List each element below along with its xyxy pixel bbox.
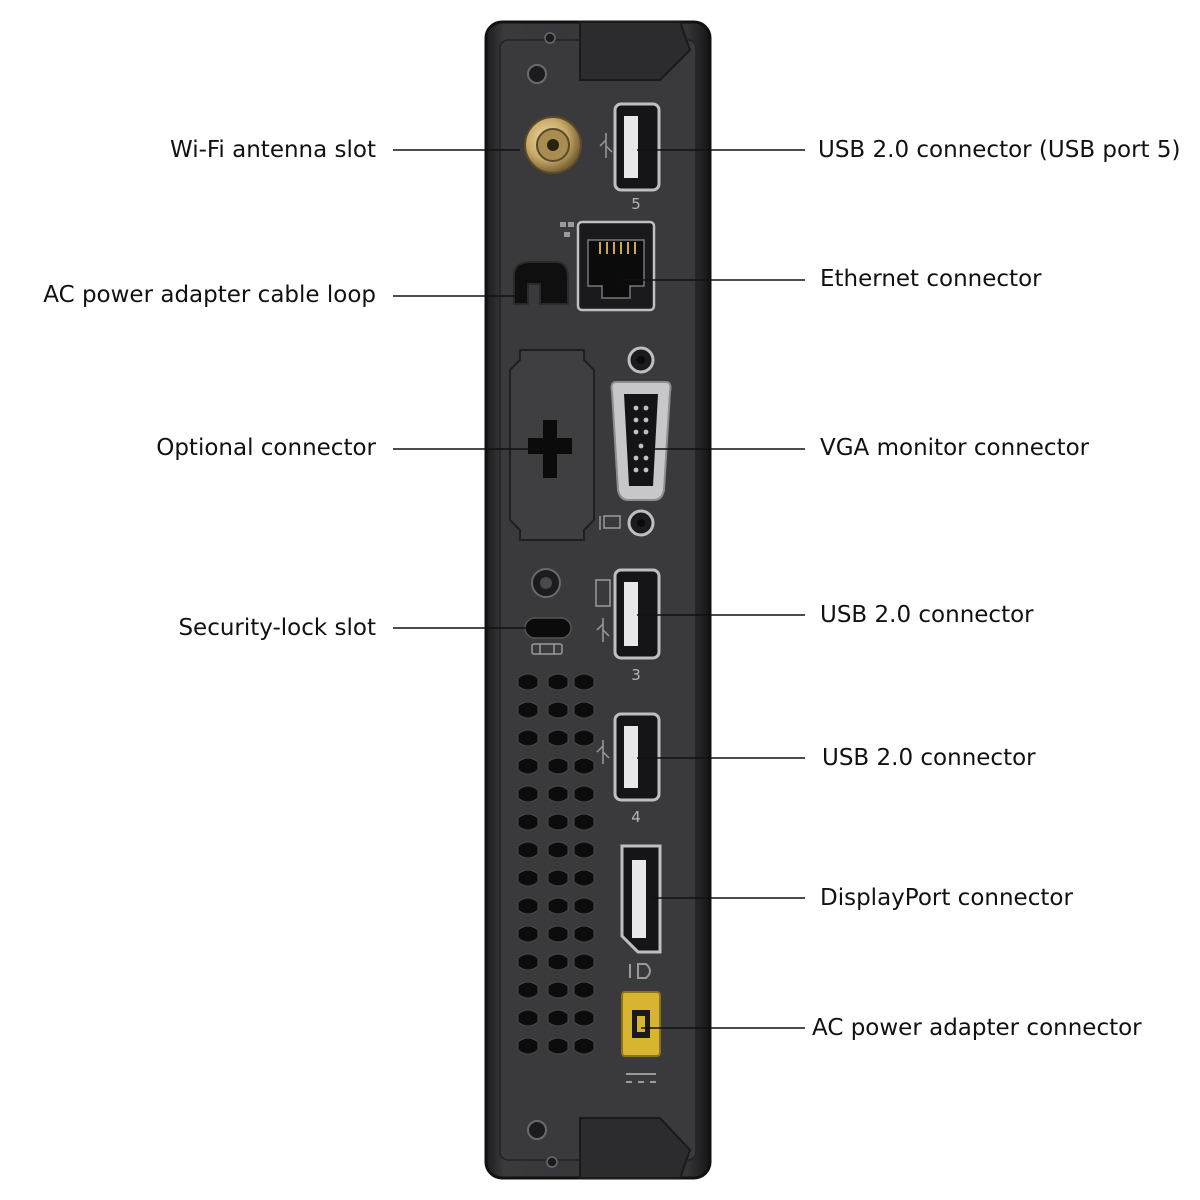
vent-slot [518,1010,538,1026]
label-displayport-connector: DisplayPort connector [820,887,1073,910]
screw-bottom-left [528,1121,546,1139]
vent-slot [574,758,594,774]
vent-slot [574,814,594,830]
vent-slot [518,954,538,970]
label-usb-connector-low: USB 2.0 connector [822,747,1036,770]
vent-slot [548,730,568,746]
vent-slot [574,982,594,998]
vent-slot [548,898,568,914]
ac-power-adapter-cable-loop [514,262,568,304]
vent-slot [548,814,568,830]
vent-slot [518,814,538,830]
usb-port-3 [615,570,659,658]
vent-slot [548,1038,568,1054]
vent-slot [518,1038,538,1054]
vent-slot [548,926,568,942]
vent-slot [518,926,538,942]
vent-slot [518,674,538,690]
label-ac-power-adapter-connector: AC power adapter connector [812,1017,1142,1040]
vent-slot [574,1038,594,1054]
vent-slot [548,954,568,970]
screw-top-left [528,65,546,83]
displayport-connector [622,846,660,952]
vent-slot [518,758,538,774]
vent-slot [548,870,568,886]
label-usb-connector-mid: USB 2.0 connector [820,604,1034,627]
label-usb-port-5: USB 2.0 connector (USB port 5) [818,139,1181,162]
usb-port-4-number: 4 [631,808,641,826]
vent-slot [574,842,594,858]
label-wifi-antenna-slot: Wi-Fi antenna slot [170,139,376,162]
vent-slot [574,702,594,718]
label-optional-connector: Optional connector [156,437,376,460]
ethernet-connector [578,222,654,310]
vent-slot [518,842,538,858]
usb-port-5-number: 5 [631,195,641,213]
vent-slot [548,982,568,998]
usb-port-5 [615,104,659,190]
vent-slot [548,758,568,774]
vent-slot [548,1010,568,1026]
security-screw [532,569,560,597]
label-ac-power-adapter-cable-loop: AC power adapter cable loop [43,284,376,307]
vent-slot [548,702,568,718]
label-vga-monitor-connector: VGA monitor connector [820,437,1089,460]
usb-port-3-number: 3 [631,666,641,684]
vent-slot [574,870,594,886]
vent-slot [574,674,594,690]
label-security-lock-slot: Security-lock slot [178,617,376,640]
vent-slot [518,786,538,802]
vent-slot [518,982,538,998]
label-ethernet-connector: Ethernet connector [820,268,1042,291]
optional-connector [510,350,594,540]
vent-slot [548,786,568,802]
ac-power-adapter-connector [622,992,660,1056]
vent-slot [548,674,568,690]
vent-slot [574,1010,594,1026]
vent-slot [574,730,594,746]
usb-port-4 [615,714,659,800]
vent-slot [518,702,538,718]
security-lock-slot [525,618,571,638]
wifi-antenna-slot [525,117,581,173]
vent-slot [574,898,594,914]
screw-top-right [545,33,555,43]
vent-slot [518,730,538,746]
vent-slot [574,926,594,942]
vent-slot [574,954,594,970]
screw-bottom-right [547,1157,557,1167]
vent-slot [574,786,594,802]
vent-slot [518,870,538,886]
vent-slot [548,842,568,858]
vent-slot [518,898,538,914]
